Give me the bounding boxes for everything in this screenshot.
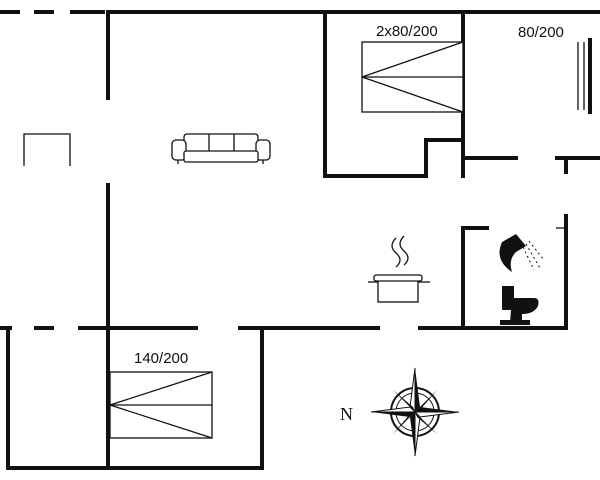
cooking-pot-icon: [368, 235, 430, 303]
compass-north-label: N: [340, 404, 353, 424]
bedroom-2-bed-label: 80/200: [518, 24, 564, 41]
shower-icon: [499, 234, 545, 272]
walls: [0, 10, 600, 470]
compass-rose-icon: [370, 367, 460, 457]
sofa-icon: [171, 133, 271, 164]
bedroom-1-bed-label: 2x80/200: [376, 23, 438, 40]
bed-140-200: [109, 371, 213, 439]
toilet-icon: [500, 286, 539, 325]
bed-2x80-200: [361, 41, 464, 113]
bedroom-3-bed-label: 140/200: [134, 350, 188, 367]
fireplace: [23, 133, 71, 166]
